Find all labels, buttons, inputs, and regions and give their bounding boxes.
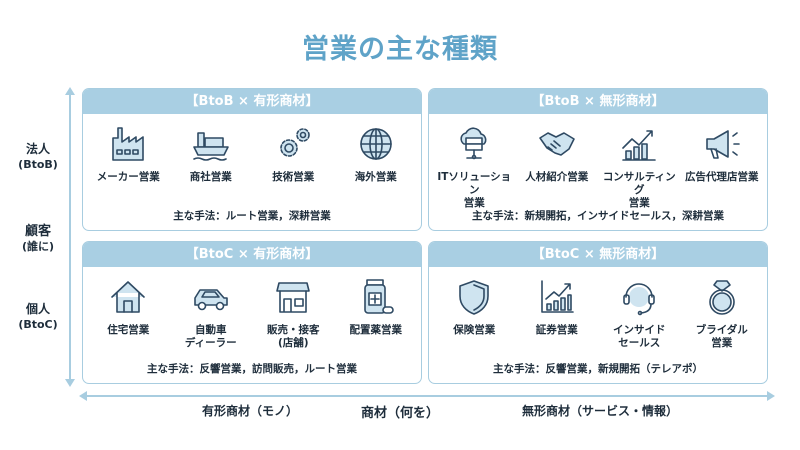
globe-icon	[335, 123, 417, 165]
y-label-customer: 顧客(誰に)	[21, 224, 55, 253]
quadrant-panel: 【BtoB × 有形商材】メーカー営業 商社営業 技術営業 海外営業主な手法：ルート営…	[82, 88, 422, 231]
sales-type-item: 配置薬営業	[335, 276, 417, 350]
store-icon	[252, 276, 334, 318]
sales-type-label: メーカー営業	[96, 171, 160, 183]
panel-header: 【BtoC × 有形商材】	[83, 242, 421, 267]
sales-type-item: 技術営業	[252, 123, 334, 184]
headset-icon	[598, 276, 680, 318]
sales-type-item: 海外営業	[335, 123, 417, 184]
ring-icon	[681, 276, 763, 318]
quadrant-panel: 【BtoB × 無形商材】 ITソリューション 営業 人材紹介営業 コンサルティング …	[428, 88, 768, 231]
main-methods: 主な手法：新規開拓，インサイドセールス，深耕営業	[472, 210, 724, 222]
sales-type-label: 海外営業	[354, 171, 397, 183]
sales-type-item: 人材紹介営業	[516, 123, 598, 210]
sales-type-item: コンサルティング 営業	[598, 123, 680, 210]
x-label-product: 商材（何を）	[360, 406, 439, 421]
sales-type-label: 人材紹介営業	[525, 171, 589, 183]
quadrant-panel: 【BtoC × 無形商材】保険営業 証券営業 インサイド セールス ブライダル 営業主…	[428, 241, 768, 384]
cloud-server-icon	[433, 123, 515, 165]
panel-header: 【BtoB × 無形商材】	[429, 89, 767, 114]
sales-type-item: 広告代理店営業	[681, 123, 763, 210]
sales-type-label: 住宅営業	[107, 324, 150, 336]
sales-type-item: 住宅営業	[87, 276, 169, 350]
car-icon	[170, 276, 252, 318]
sales-type-label: 広告代理店営業	[685, 171, 759, 183]
panel-header: 【BtoB × 有形商材】	[83, 89, 421, 114]
sales-type-item: 証券営業	[516, 276, 598, 350]
sales-type-item: ITソリューション 営業	[433, 123, 515, 210]
factory-icon	[87, 123, 169, 165]
megaphone-icon	[681, 123, 763, 165]
vertical-axis-arrow	[65, 87, 75, 387]
gears-icon	[252, 123, 334, 165]
page-title: 営業の主な種類	[302, 34, 498, 65]
quadrant-panel: 【BtoC × 有形商材】住宅営業 自動車 ディーラー 販売・接客 (店舗) 配置薬営…	[82, 241, 422, 384]
sales-type-label: コンサルティング 営業	[602, 171, 676, 209]
sales-type-item: 保険営業	[433, 276, 515, 350]
x-label-tangible: 有形商材（モノ）	[201, 404, 298, 418]
main-methods: 主な手法：反響営業，新規開拓（テレアポ）	[493, 363, 703, 375]
main-methods: 主な手法：反響営業，訪問販売，ルート営業	[147, 363, 357, 375]
y-label-btoc: 個人(BtoC)	[18, 302, 58, 331]
sales-type-item: 商社営業	[170, 123, 252, 184]
sales-type-label: ITソリューション 営業	[437, 171, 512, 209]
sales-type-item: ブライダル 営業	[681, 276, 763, 350]
cargo-ship-icon	[170, 123, 252, 165]
sales-type-label: 商社営業	[189, 171, 232, 183]
sales-type-label: 販売・接客 (店舗)	[267, 324, 320, 349]
stock-chart-icon	[516, 276, 598, 318]
x-label-intangible: 無形商材（サービス・情報）	[521, 404, 678, 418]
house-icon	[87, 276, 169, 318]
sales-type-item: メーカー営業	[87, 123, 169, 184]
sales-type-item: 販売・接客 (店舗)	[252, 276, 334, 350]
y-label-btob: 法人(BtoB)	[18, 142, 58, 171]
sales-type-label: インサイド セールス	[613, 324, 666, 349]
sales-type-item: 自動車 ディーラー	[170, 276, 252, 350]
sales-type-label: ブライダル 営業	[695, 324, 748, 349]
panel-header: 【BtoC × 無形商材】	[429, 242, 767, 267]
sales-type-label: 配置薬営業	[349, 324, 403, 336]
sales-type-label: 自動車 ディーラー	[184, 324, 237, 349]
shield-icon	[433, 276, 515, 318]
horizontal-axis-arrow	[79, 391, 775, 401]
sales-type-label: 技術営業	[272, 171, 315, 183]
main-methods: 主な手法：ルート営業，深耕営業	[173, 210, 331, 222]
sales-type-label: 証券営業	[535, 324, 578, 336]
handshake-icon	[516, 123, 598, 165]
sales-type-item: インサイド セールス	[598, 276, 680, 350]
medicine-icon	[335, 276, 417, 318]
sales-type-label: 保険営業	[453, 324, 496, 336]
growth-chart-icon	[598, 123, 680, 165]
